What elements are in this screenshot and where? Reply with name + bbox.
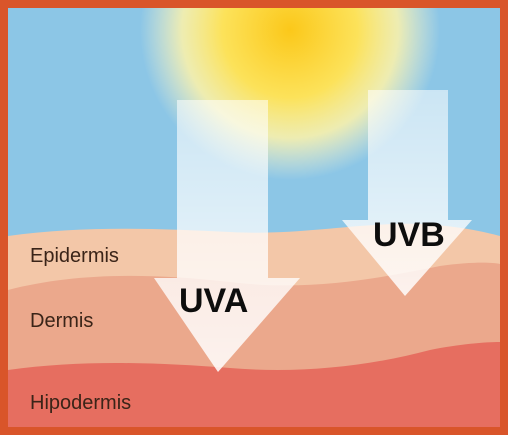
uva-label: UVA (179, 282, 248, 320)
dermis-label: Dermis (30, 310, 93, 332)
epidermis-label: Epidermis (30, 245, 119, 267)
uvb-label: UVB (373, 216, 445, 254)
hipodermis-label: Hipodermis (30, 392, 131, 414)
